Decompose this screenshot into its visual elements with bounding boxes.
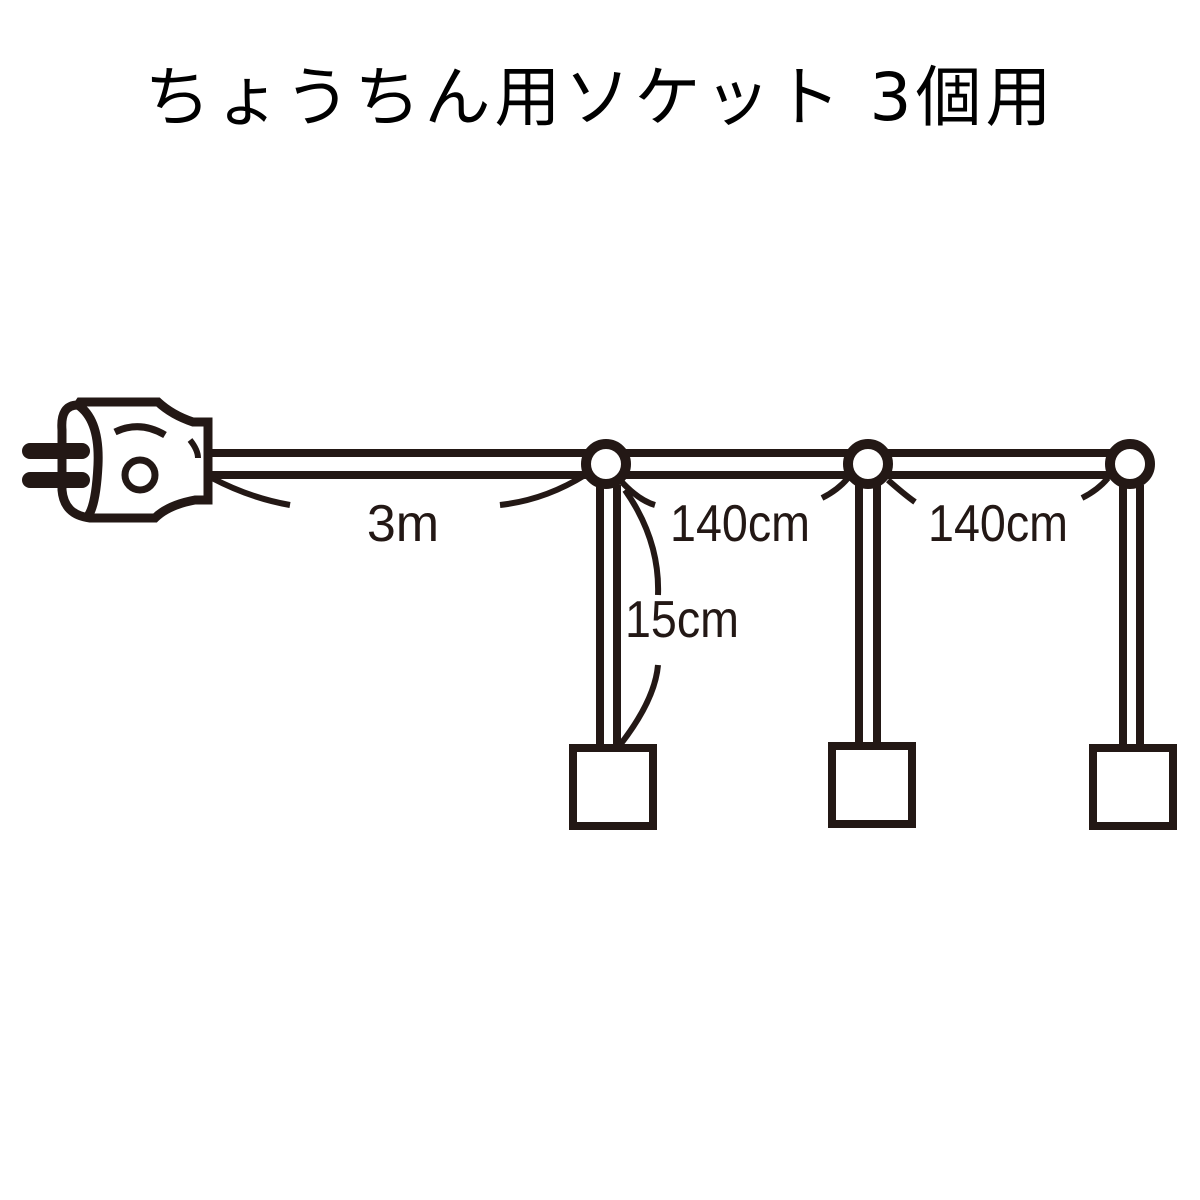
drop-cord-3 (1119, 485, 1144, 748)
drop-cord-1 (596, 485, 662, 748)
drop-cord-length-label: 15cm (625, 591, 739, 649)
drop-cord-2 (855, 485, 881, 746)
socket-box-2 (828, 742, 916, 828)
segment-1-length-label: 140cm (670, 495, 810, 553)
diagram-title: ちょうちん用ソケット 3個用 (144, 59, 1056, 136)
main-cord (208, 449, 588, 508)
junction-node-1 (581, 439, 631, 489)
socket-box-3 (1089, 744, 1177, 830)
power-plug-icon (22, 397, 213, 523)
main-cord-length-label: 3m (367, 495, 439, 553)
segment-cord-1 (617, 449, 851, 508)
junction-node-3 (1105, 439, 1155, 489)
socket-box-1 (569, 744, 657, 830)
segment-2-length-label: 140cm (928, 495, 1068, 553)
junction-node-2 (843, 439, 893, 489)
segment-cord-2 (886, 449, 1111, 505)
